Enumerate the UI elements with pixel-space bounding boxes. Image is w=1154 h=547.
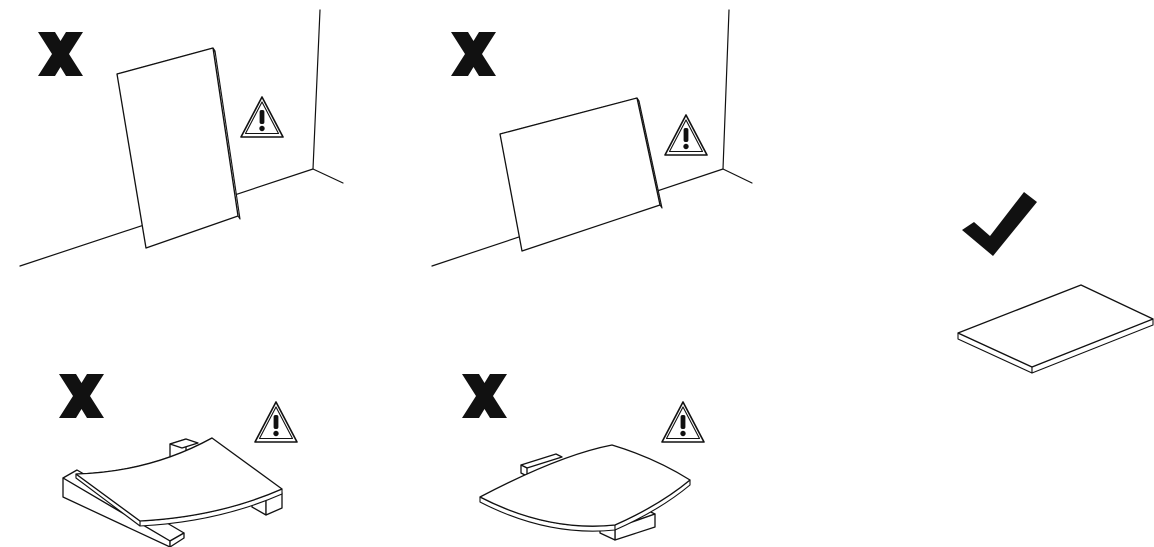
leaning-panel [500, 98, 662, 251]
cross-icon [59, 374, 104, 418]
flat-panel [958, 285, 1153, 373]
panel-flat-on-floor [958, 192, 1153, 373]
cross-icon [451, 32, 496, 76]
arched-panel [480, 445, 690, 531]
panel-landscape-against-wall [432, 10, 752, 266]
panel-upright-against-wall [20, 10, 343, 266]
panel-on-center-support [462, 374, 704, 540]
cross-icon [38, 32, 83, 76]
leaning-panel [117, 48, 240, 248]
check-icon [962, 192, 1037, 256]
cross-icon [462, 374, 507, 418]
panel-on-two-supports [59, 374, 297, 547]
warning-triangle-icon [665, 115, 707, 155]
warning-triangle-icon [255, 402, 297, 442]
warning-triangle-icon [662, 402, 704, 442]
warning-triangle-icon [241, 97, 283, 137]
